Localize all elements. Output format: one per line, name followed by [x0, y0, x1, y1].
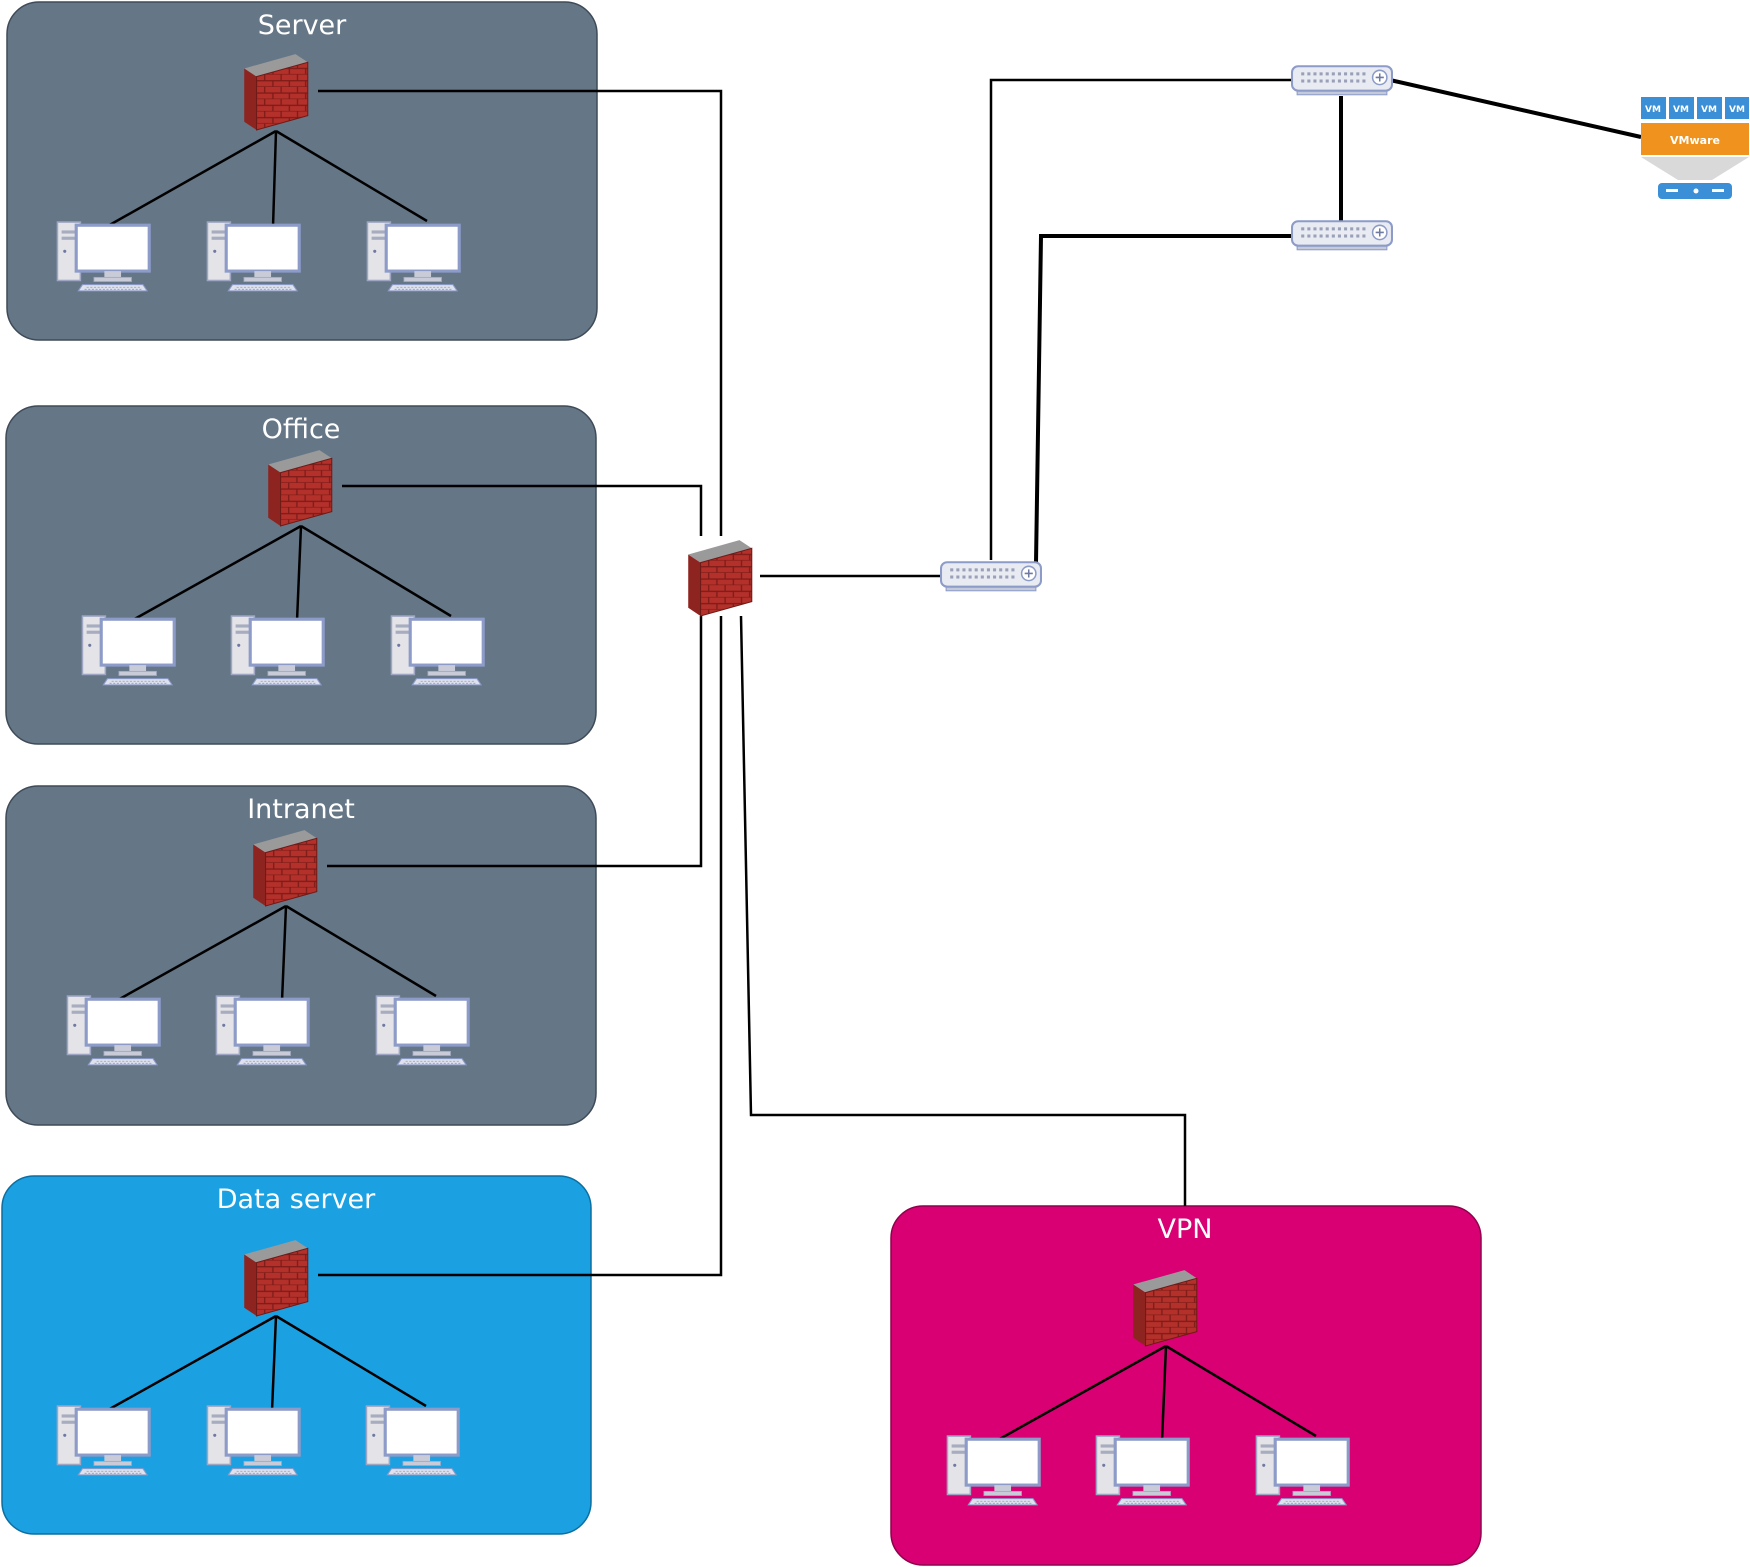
- link-switch-to-mid-switch: [1034, 234, 1291, 564]
- zone-data-server-title: Data server: [217, 1184, 376, 1215]
- link-data-server-pc1: [105, 1314, 277, 1413]
- zone-vpn: VPN: [890, 1205, 1482, 1566]
- zone-office-title: Office: [262, 414, 341, 445]
- link-server-pc2: [271, 130, 278, 228]
- link-office-pc2: [295, 525, 303, 622]
- link-data-server-pc3: [275, 1314, 427, 1408]
- link-intranet-pc2: [280, 905, 288, 1002]
- zone-data-server: Data server: [1, 1175, 592, 1535]
- link-data-server-pc2: [270, 1315, 278, 1412]
- link-office-to-core: [342, 484, 703, 536]
- core-switch-icon[interactable]: [940, 561, 1042, 592]
- vm-box: [1669, 97, 1694, 119]
- zone-vpn-title: VPN: [1158, 1214, 1213, 1245]
- zone-intranet-title: Intranet: [247, 794, 355, 825]
- vm-box: [1725, 97, 1749, 119]
- link-intranet-to-core: [327, 616, 703, 868]
- connections: [105, 78, 1642, 1443]
- link-office-pc1: [130, 524, 302, 623]
- zone-vpn-background: [890, 1205, 1482, 1566]
- vm-label: VM: [1701, 105, 1717, 115]
- vm-label: VM: [1645, 105, 1661, 115]
- link-vpn-pc1: [995, 1344, 1167, 1443]
- link-vpn-to-core: [739, 615, 1187, 1206]
- link-vpn-pc3: [1165, 1344, 1317, 1438]
- link-intranet-pc3: [285, 904, 437, 998]
- core-firewall-icon[interactable]: [687, 539, 753, 617]
- link-switch-to-vmware: [1389, 78, 1642, 139]
- vm-box: [1641, 97, 1666, 119]
- link-server-pc1: [105, 129, 277, 229]
- top-switch-icon[interactable]: [1291, 65, 1393, 96]
- vm-label: VM: [1729, 105, 1745, 115]
- zone-server-title: Server: [258, 10, 347, 41]
- link-office-pc3: [300, 524, 452, 618]
- vm-label: VM: [1673, 105, 1689, 115]
- link-intranet-pc1: [115, 904, 287, 1003]
- link-data-server-to-core: [318, 616, 723, 1277]
- vm-box: [1697, 97, 1722, 119]
- link-server-to-core: [318, 89, 723, 536]
- vmware-label: VMware: [1670, 134, 1720, 147]
- link-switch-to-top-switch: [989, 78, 1291, 560]
- vmware-icon[interactable]: VM VM VM VM VMware: [1641, 97, 1749, 199]
- mid-switch-icon[interactable]: [1291, 220, 1393, 251]
- link-vpn-pc2: [1160, 1345, 1168, 1442]
- vmware-funnel: [1641, 157, 1749, 180]
- vmware-bar: [1641, 123, 1749, 155]
- zone-data-server-background: [1, 1175, 592, 1535]
- link-server-pc3: [275, 129, 428, 223]
